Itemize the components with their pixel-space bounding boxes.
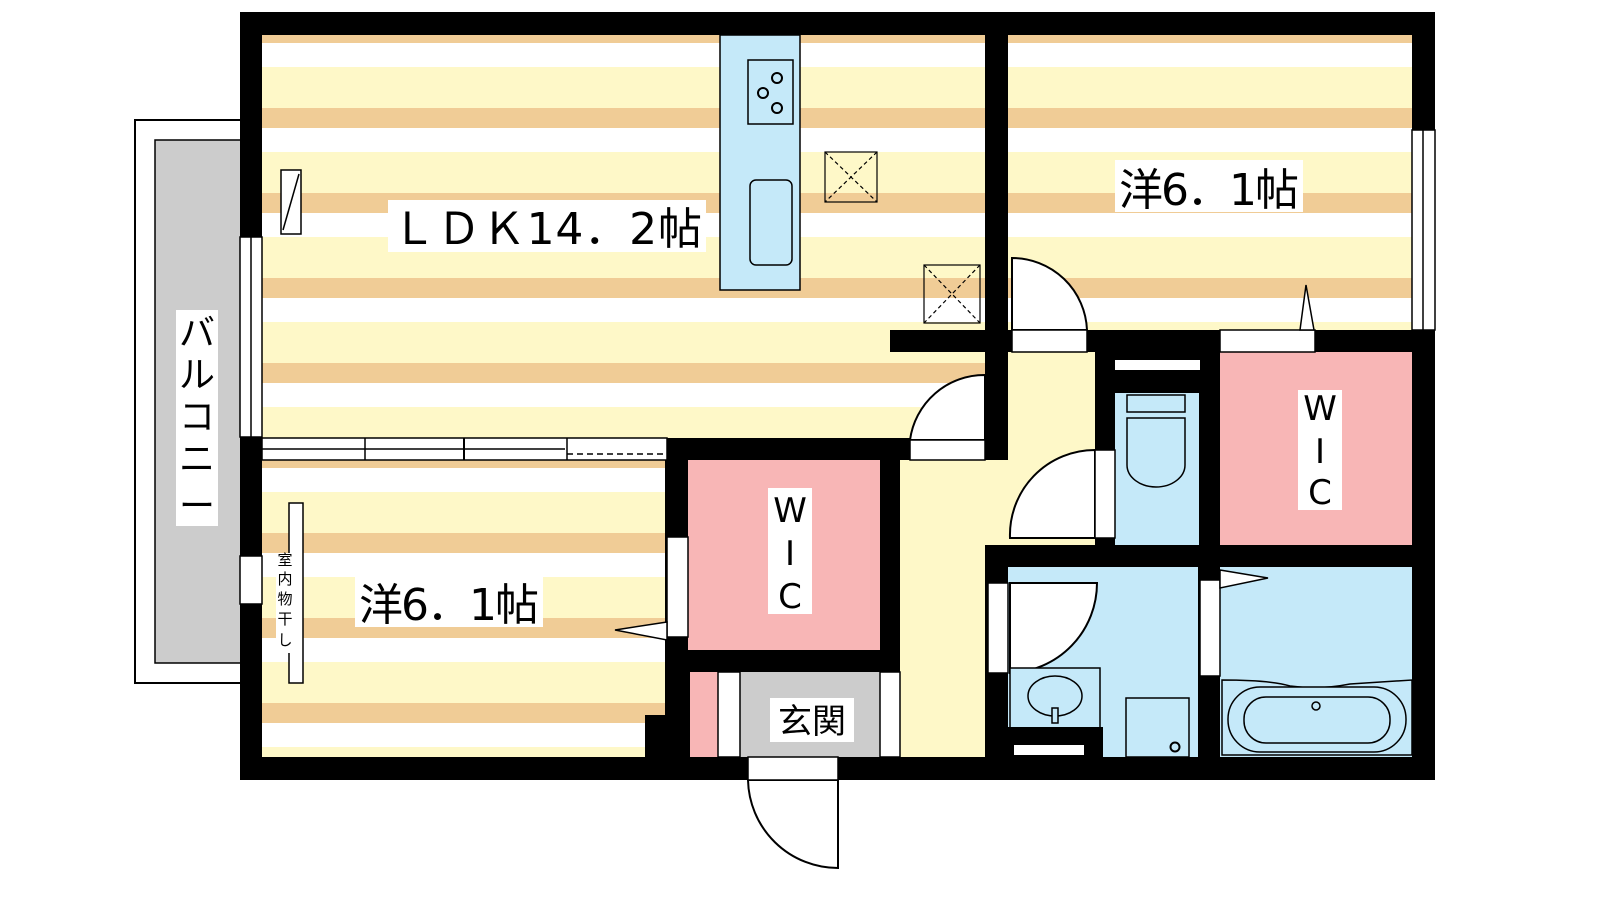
balcony: バ ル コ ニ ー <box>134 119 246 684</box>
svg-text:W: W <box>1303 389 1337 429</box>
svg-text:物: 物 <box>277 590 292 608</box>
hallway <box>900 352 1095 757</box>
washbasin-icon <box>1008 667 1103 757</box>
svg-text:I: I <box>1315 432 1325 472</box>
bathtub-icon <box>1221 679 1413 756</box>
wic-center-label: W I C <box>768 488 812 617</box>
door-ldk <box>908 373 986 441</box>
svg-text:C: C <box>778 577 802 617</box>
washing-machine-icon <box>1125 697 1190 758</box>
toilet-icon <box>1126 394 1186 488</box>
svg-text:内: 内 <box>277 570 292 588</box>
svg-text:干: 干 <box>277 610 292 628</box>
front-door <box>746 779 839 870</box>
wic-east-label: W I C <box>1298 389 1342 513</box>
svg-text:I: I <box>785 534 795 574</box>
svg-text:ル: ル <box>179 355 215 396</box>
svg-text:ー: ー <box>179 486 215 527</box>
entrance-label: 玄関 <box>778 702 846 742</box>
doors[interactable] <box>614 256 1316 870</box>
door-bath <box>1199 579 1221 677</box>
sink-icon <box>749 179 793 266</box>
ldk-label: ＬＤＫ14．2帖 <box>392 204 702 255</box>
door-wic-east <box>1219 329 1316 353</box>
svg-text:W: W <box>773 491 807 531</box>
svg-text:バ: バ <box>179 313 215 354</box>
svg-text:室: 室 <box>277 551 292 569</box>
svg-text:コ: コ <box>179 397 215 438</box>
door-east-room <box>1011 256 1089 331</box>
kitchen-counter <box>719 34 801 291</box>
sliding-partition <box>261 437 668 461</box>
balcony-label: バ ル コ ニ ー <box>179 313 215 527</box>
indoor-drying-rod: 室 内 物 干 し <box>276 502 304 684</box>
svg-text:し: し <box>277 631 292 649</box>
svg-text:C: C <box>1308 473 1332 513</box>
west-room-label: 洋6．1帖 <box>359 580 539 631</box>
svg-text:ニ: ニ <box>179 439 215 480</box>
windows <box>239 129 1436 605</box>
door-toilet <box>1008 448 1096 539</box>
east-room-label: 洋6．1帖 <box>1119 165 1299 216</box>
stove-icon <box>747 59 794 125</box>
ceiling-storage <box>824 151 981 324</box>
door-wic-center <box>666 536 689 638</box>
